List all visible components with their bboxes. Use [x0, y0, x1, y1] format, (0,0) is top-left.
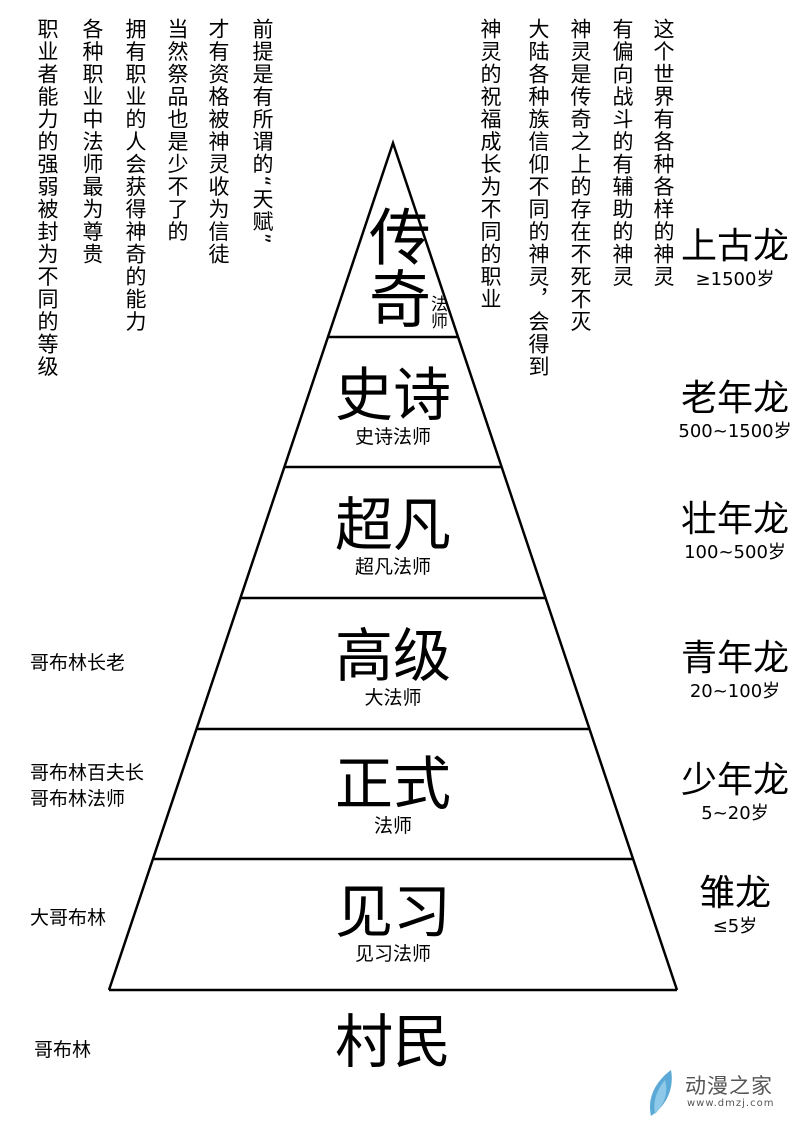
dragon-age: ≥1500岁 [695, 269, 775, 290]
goblin-label: 哥布林百夫长 哥布林法师 [30, 760, 144, 812]
dragon-title: 雏龙 [698, 873, 772, 914]
tier-subtitle: 史诗法师 [354, 426, 432, 448]
tier-title: 史诗 [334, 361, 452, 429]
tier-subtitle: 大法师 [364, 687, 422, 709]
dragon-age: 5~20岁 [701, 803, 769, 824]
pyramid-outline [107, 139, 679, 991]
goblin-line: 哥布林法师 [30, 788, 126, 810]
tier-formal: 正式 法师 [335, 755, 451, 836]
tier-subtitle: 超凡法师 [354, 556, 432, 578]
left-note: 当然祭品也是少不了的 [165, 18, 189, 243]
dragon-elder: 老年龙 500~1500岁 [678, 381, 791, 441]
watermark-name: 动漫之家 [685, 1074, 773, 1098]
dragon-age: 500~1500岁 [678, 421, 792, 442]
right-note: 大陆各种族信仰不同的神灵，会得到 [526, 18, 550, 378]
dragon-age: 100~500岁 [684, 542, 786, 563]
left-note: 职业者能力的强弱被封为不同的等级 [35, 18, 59, 378]
goblin-line: 哥布林长老 [30, 652, 126, 674]
watermark-url: www.dmzj.com [687, 1098, 775, 1109]
left-note: 才有资格被神灵收为信徒 [206, 18, 230, 266]
dragon-age: 20~100岁 [689, 681, 781, 702]
dragon-adult: 壮年龙 100~500岁 [681, 502, 789, 562]
left-note: 各种职业中法师最为尊贵 [80, 18, 104, 266]
dragon-ancient: 上古龙 ≥1500岁 [681, 229, 789, 289]
dragon-age: ≤5岁 [712, 916, 758, 937]
tier-villager: 村民 [335, 1013, 451, 1071]
left-note: 拥有职业的人会获得神奇的能力 [123, 18, 147, 333]
dragon-title: 壮年龙 [680, 499, 790, 540]
tier-advanced: 高级 大法师 [335, 627, 451, 708]
right-note: 有偏向战斗的有辅助的神灵 [610, 18, 634, 288]
goblin-line: 哥布林 [34, 1039, 92, 1061]
tier-title: 高级 [334, 622, 452, 690]
tier-title: 超凡 [334, 491, 452, 559]
tier-title: 见习 [334, 878, 452, 946]
tier-title: 村民 [334, 1008, 452, 1076]
tier-title: 正式 [334, 750, 452, 818]
dragon-wyrmling: 雏龙 ≤5岁 [699, 876, 771, 936]
goblin-line: 大哥布林 [30, 907, 107, 929]
right-note: 这个世界有各种各样的神灵 [651, 18, 675, 288]
goblin-line: 哥布林百夫长 [30, 762, 145, 784]
tier-subtitle: 见习法师 [354, 943, 432, 965]
tier-apprentice: 见习 见习法师 [335, 883, 451, 964]
dragon-young: 青年龙 20~100岁 [681, 641, 789, 701]
tier-subtitle: 法师 [373, 815, 413, 837]
tier-epic: 史诗 史诗法师 [335, 366, 451, 447]
tier-legend-subtitle: 法师 [427, 295, 447, 329]
goblin-label: 大哥布林 [30, 905, 106, 931]
feather-logo-icon [649, 1070, 672, 1116]
dragon-title: 上古龙 [680, 226, 790, 267]
tier-legend-title: 传奇 [358, 205, 431, 329]
right-note: 神灵的祝福成长为不同的职业 [478, 18, 502, 311]
left-note: 前提是有所谓的“天赋” [250, 18, 274, 246]
goblin-label: 哥布林长老 [30, 650, 125, 676]
dragon-title: 老年龙 [680, 378, 789, 419]
dragon-title: 少年龙 [680, 760, 790, 801]
dragon-title: 青年龙 [680, 638, 790, 679]
right-note: 神灵是传奇之上的存在不死不灭 [568, 18, 592, 333]
tier-transcendent: 超凡 超凡法师 [335, 496, 451, 577]
goblin-label: 哥布林 [34, 1037, 91, 1063]
dragon-juvenile: 少年龙 5~20岁 [681, 763, 789, 823]
